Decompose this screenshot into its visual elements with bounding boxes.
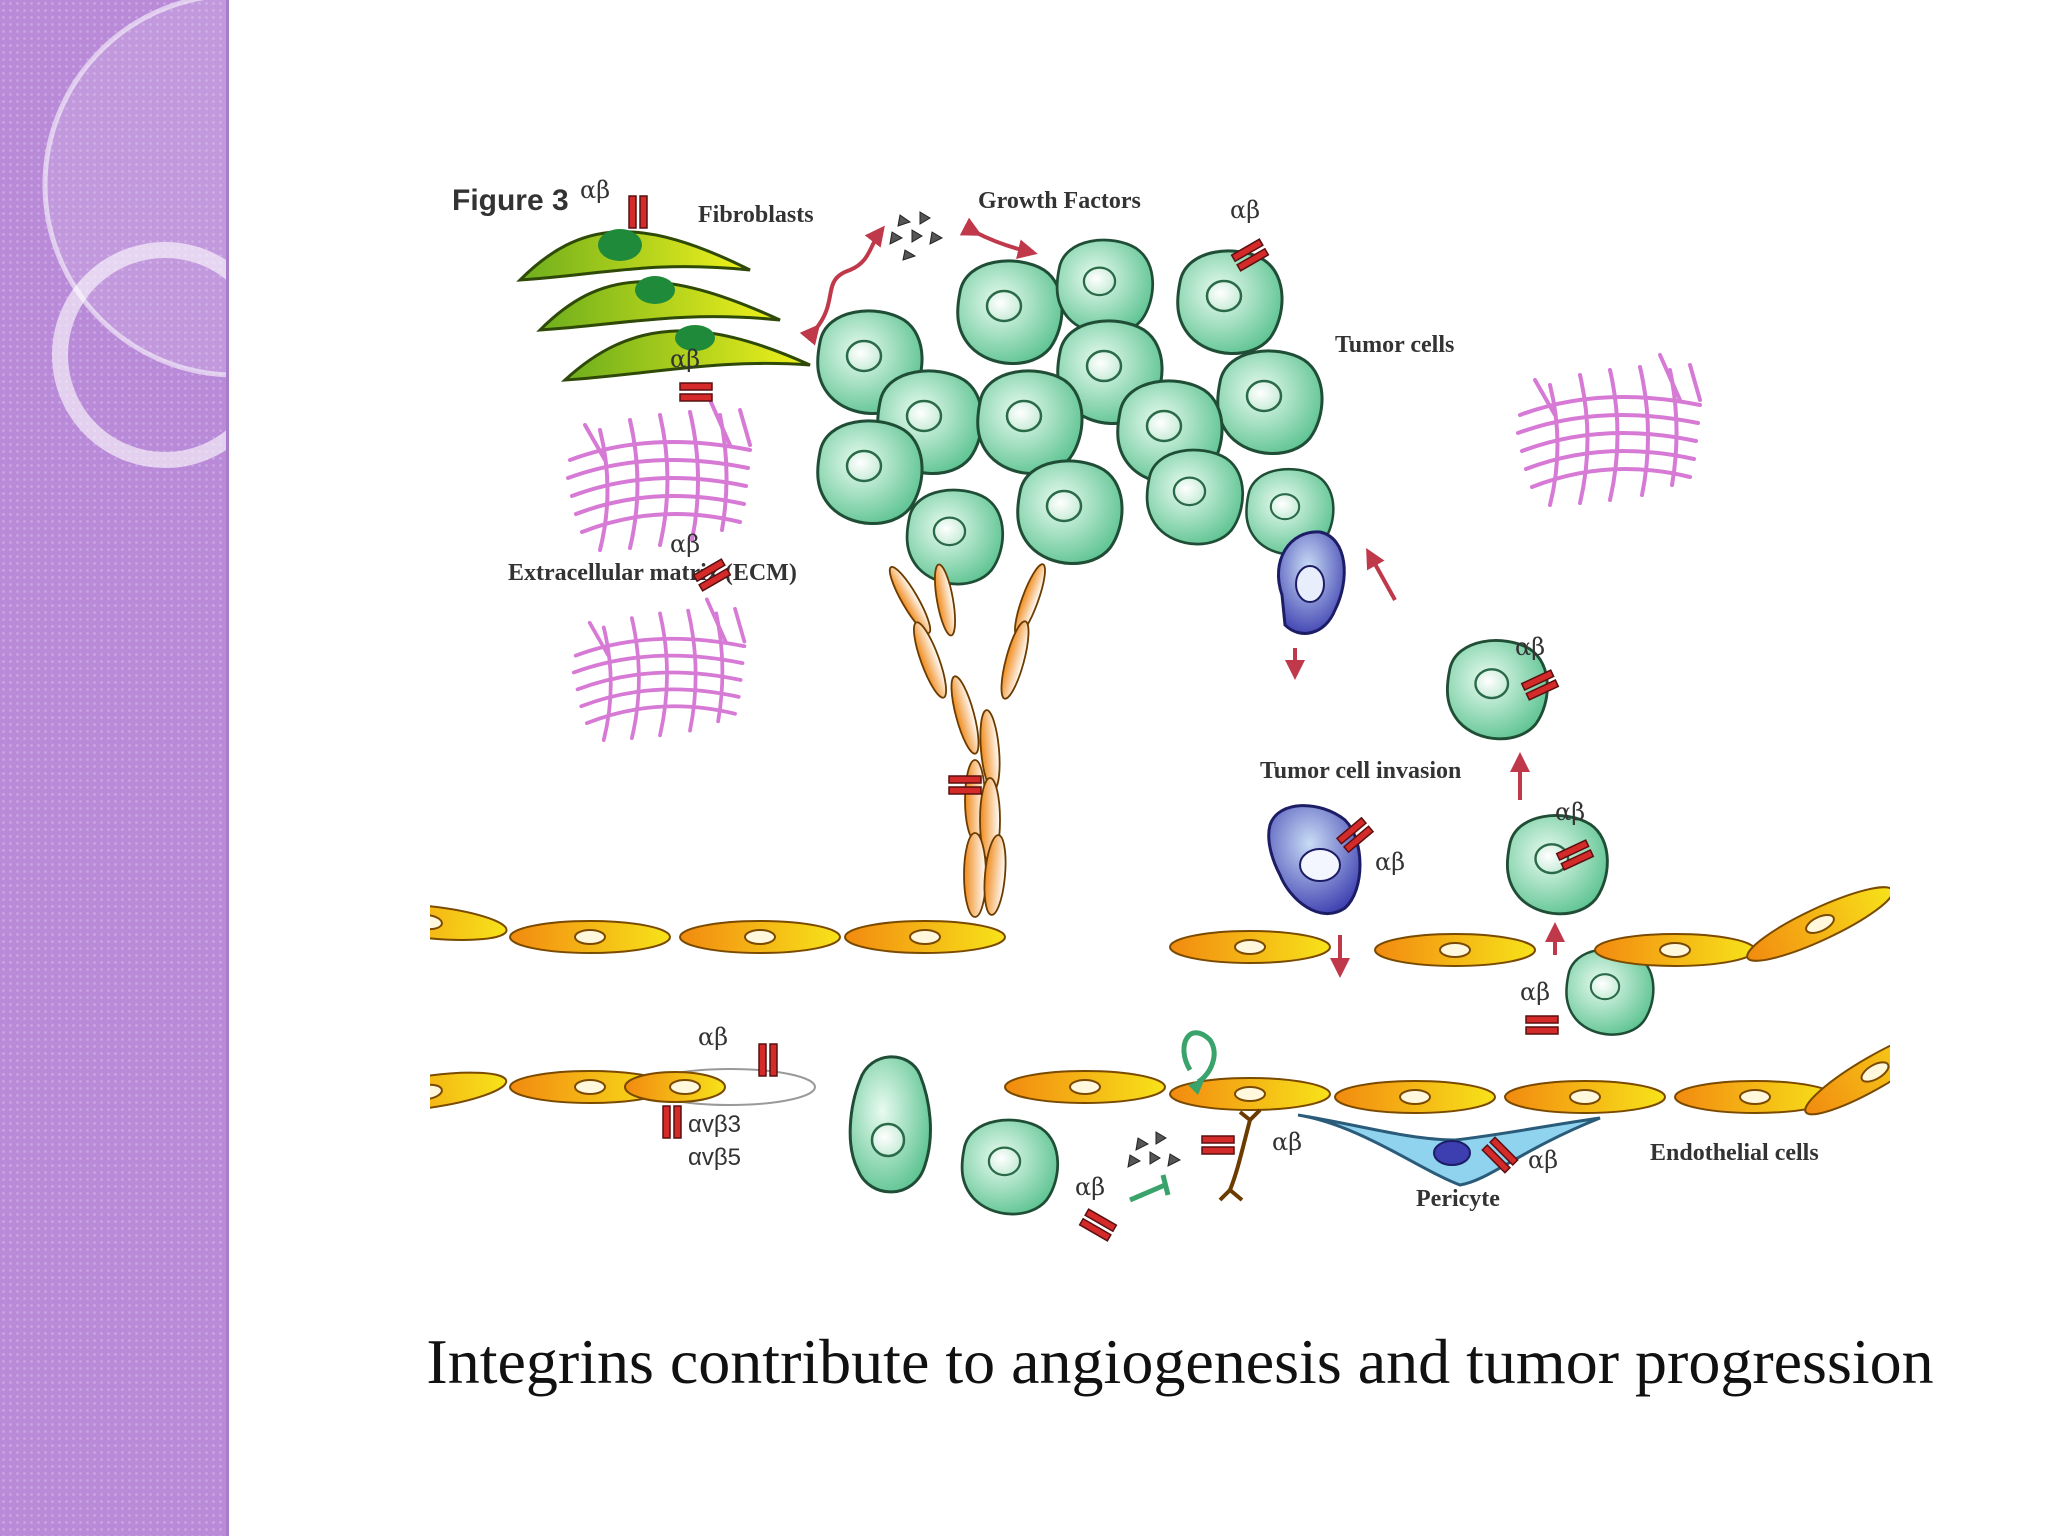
- label-pericyte: Pericyte: [1416, 1186, 1500, 1212]
- label-endothelial-cells: Endothelial cells: [1650, 1140, 1819, 1166]
- integrin-exiting-icon: [1525, 1015, 1559, 1035]
- integrin-diagram: Figure 3 αβ Fibroblasts Growth Factors E…: [430, 176, 1890, 1242]
- tumor-cell-bottom-left-nucleus: [870, 1122, 906, 1158]
- label-tumor-cells: Tumor cells: [1335, 332, 1454, 358]
- figure-title: Figure 3: [452, 184, 569, 217]
- fibroblast-cells: [516, 229, 811, 382]
- integrin-fibroblast-icon: [628, 195, 648, 229]
- label-ab-antibody: αβ: [1272, 1128, 1302, 1156]
- label-ab-migrating-upper: αβ: [1515, 633, 1545, 661]
- invading-cell-nucleus-upper: [1295, 565, 1325, 603]
- decorative-circles: [42, 0, 228, 468]
- arrow-fibroblast-growth: [799, 225, 885, 346]
- endothelial-layer-upper: [430, 874, 1890, 974]
- pericyte-nucleus: [1433, 1140, 1471, 1166]
- angiogenic-sprout: [888, 563, 1046, 918]
- invading-cell-nucleus-lower: [1299, 848, 1341, 882]
- sidebar-divider: [226, 0, 229, 1536]
- label-ab-pericyte: αβ: [1528, 1146, 1558, 1174]
- integrin-tumor-left-icon: [679, 382, 713, 402]
- green-arrowhead: [1188, 1078, 1205, 1095]
- slide-caption: Integrins contribute to angiogenesis and…: [426, 1326, 1934, 1397]
- label-avb5: αvβ5: [688, 1144, 741, 1171]
- label-tumor-cell-invasion: Tumor cell invasion: [1260, 758, 1461, 784]
- label-ab-invading: αβ: [1375, 848, 1405, 876]
- decorative-sidebar: [0, 0, 228, 1536]
- inhibition-bar: [1160, 1174, 1171, 1196]
- ecm-mesh-right: [1516, 353, 1702, 507]
- tumor-cell-cluster: [816, 238, 1335, 586]
- endothelial-layer-lower: [430, 1017, 1890, 1127]
- tumor-cell-bottom-mid: [960, 1118, 1060, 1216]
- label-ab-activated: αβ: [698, 1023, 728, 1051]
- arrow-growth-tumor: [959, 217, 1038, 260]
- green-curved-arrow: [1181, 1030, 1217, 1085]
- label-ab-fibroblast: αβ: [580, 176, 610, 204]
- tumor-cell-migrating-lower: [1505, 813, 1609, 916]
- label-fibroblasts: Fibroblasts: [698, 202, 814, 228]
- label-ab-migrating-lower: αβ: [1555, 798, 1585, 826]
- integrin-pericyte-left-icon: [1201, 1135, 1235, 1155]
- endothelial-cell-activated-nucleus: [669, 1079, 701, 1095]
- label-growth-factors: Growth Factors: [978, 188, 1141, 214]
- inhibition-arrow: [1129, 1182, 1166, 1203]
- label-ab-tumor-bottom: αβ: [670, 530, 700, 558]
- label-ab-exiting: αβ: [1520, 978, 1550, 1006]
- label-ab-tumor-right: αβ: [1230, 196, 1260, 224]
- label-avb3: αvβ3: [688, 1111, 741, 1138]
- ecm-mesh-bottom: [571, 597, 747, 742]
- integrin-activated-bottom-icon: [662, 1105, 682, 1139]
- label-ab-bottom-mid: αβ: [1075, 1173, 1105, 1201]
- label-ecm: Extracellular matrix (ECM): [508, 560, 797, 586]
- growth-factor-triangles-bottom: [1127, 1131, 1182, 1168]
- integrin-bottom-mid-icon: [1078, 1208, 1118, 1242]
- antibody-icon: [1218, 1108, 1262, 1202]
- ecm-mesh-top: [566, 398, 752, 552]
- label-ab-tumor-left: αβ: [670, 345, 700, 373]
- growth-factor-triangles: [889, 211, 944, 261]
- arrow-migration-up: [1366, 548, 1397, 601]
